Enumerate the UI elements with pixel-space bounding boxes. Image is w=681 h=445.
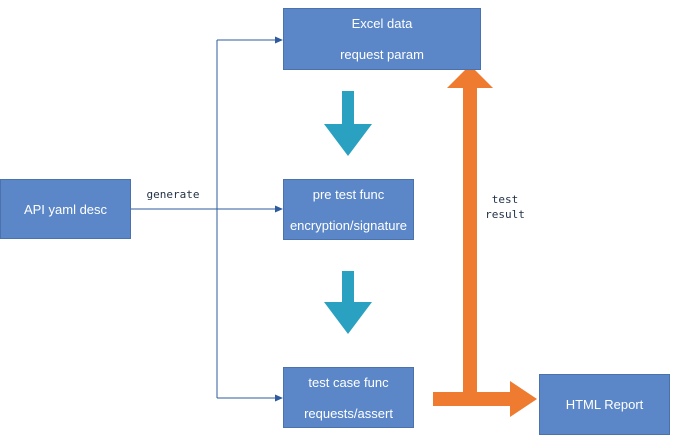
pre-test-func-box: pre test func encryption/signature — [283, 179, 414, 240]
orange-up-arrowhead — [447, 65, 493, 88]
arrowhead-testcase — [275, 394, 283, 402]
html-report-label: HTML Report — [565, 397, 644, 412]
api-yaml-desc-box: API yaml desc — [0, 179, 131, 239]
orange-test-result-arrows — [433, 65, 537, 417]
teal-down-arrow-1 — [324, 91, 372, 156]
excel-data-box: Excel data request param — [283, 8, 481, 70]
pre-test-func-label: pre test func — [312, 186, 385, 202]
arrowhead-pretest — [275, 205, 283, 213]
encryption-signature-label: encryption/signature — [289, 217, 408, 233]
generate-connectors — [131, 39, 276, 399]
requests-assert-label: requests/assert — [304, 405, 393, 421]
excel-data-label: Excel data — [351, 16, 413, 31]
test-result-line1: test — [491, 193, 519, 206]
request-param-label: request param — [340, 47, 424, 62]
api-yaml-desc-label: API yaml desc — [23, 201, 108, 217]
orange-right-arrowhead — [510, 381, 537, 417]
arrowhead-excel — [275, 36, 283, 44]
test-case-func-box: test case func requests/assert — [283, 367, 414, 428]
generate-label: generate — [146, 188, 200, 201]
teal-down-arrow-2 — [324, 271, 372, 334]
test-result-line2: result — [485, 208, 525, 221]
test-case-func-label: test case func — [308, 374, 389, 390]
html-report-box: HTML Report — [539, 374, 670, 435]
test-result-label: test result — [480, 192, 530, 222]
